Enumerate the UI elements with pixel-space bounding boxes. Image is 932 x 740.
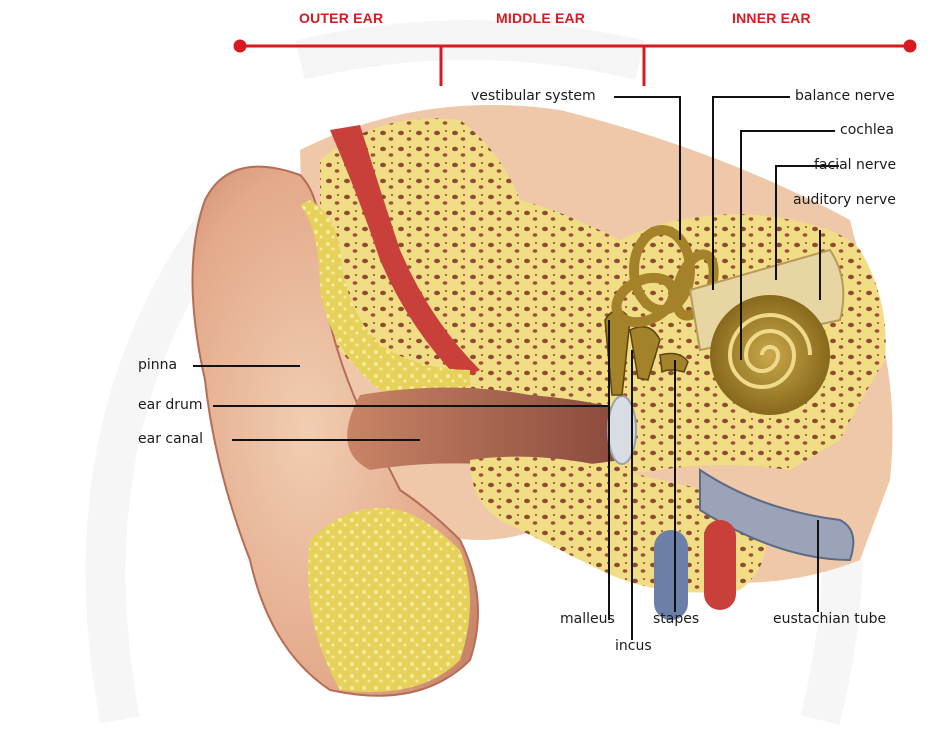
pinna-label: pinna	[138, 357, 177, 373]
ear-drum-label: ear drum	[138, 397, 203, 413]
balance-nerve-label: balance nerve	[795, 88, 895, 104]
cochlea-shape	[710, 295, 830, 415]
vessel-blue	[654, 530, 688, 620]
facial-nerve-label: facial nerve	[814, 157, 896, 173]
vestibular-system-label: vestibular system	[471, 88, 596, 104]
stapes-label: stapes	[653, 611, 699, 627]
malleus-label: malleus	[560, 611, 615, 627]
middle-ear-heading: MIDDLE EAR	[496, 10, 585, 26]
outer-ear-heading: OUTER EAR	[299, 10, 383, 26]
cochlea-label: cochlea	[840, 122, 894, 138]
inner-ear-heading: INNER EAR	[732, 10, 811, 26]
ear-canal-label: ear canal	[138, 431, 203, 447]
incus-label: incus	[615, 638, 652, 654]
eustachian-tube-label: eustachian tube	[773, 611, 886, 627]
vessel-red	[704, 520, 736, 610]
auditory-nerve-label: auditory nerve	[793, 192, 896, 208]
